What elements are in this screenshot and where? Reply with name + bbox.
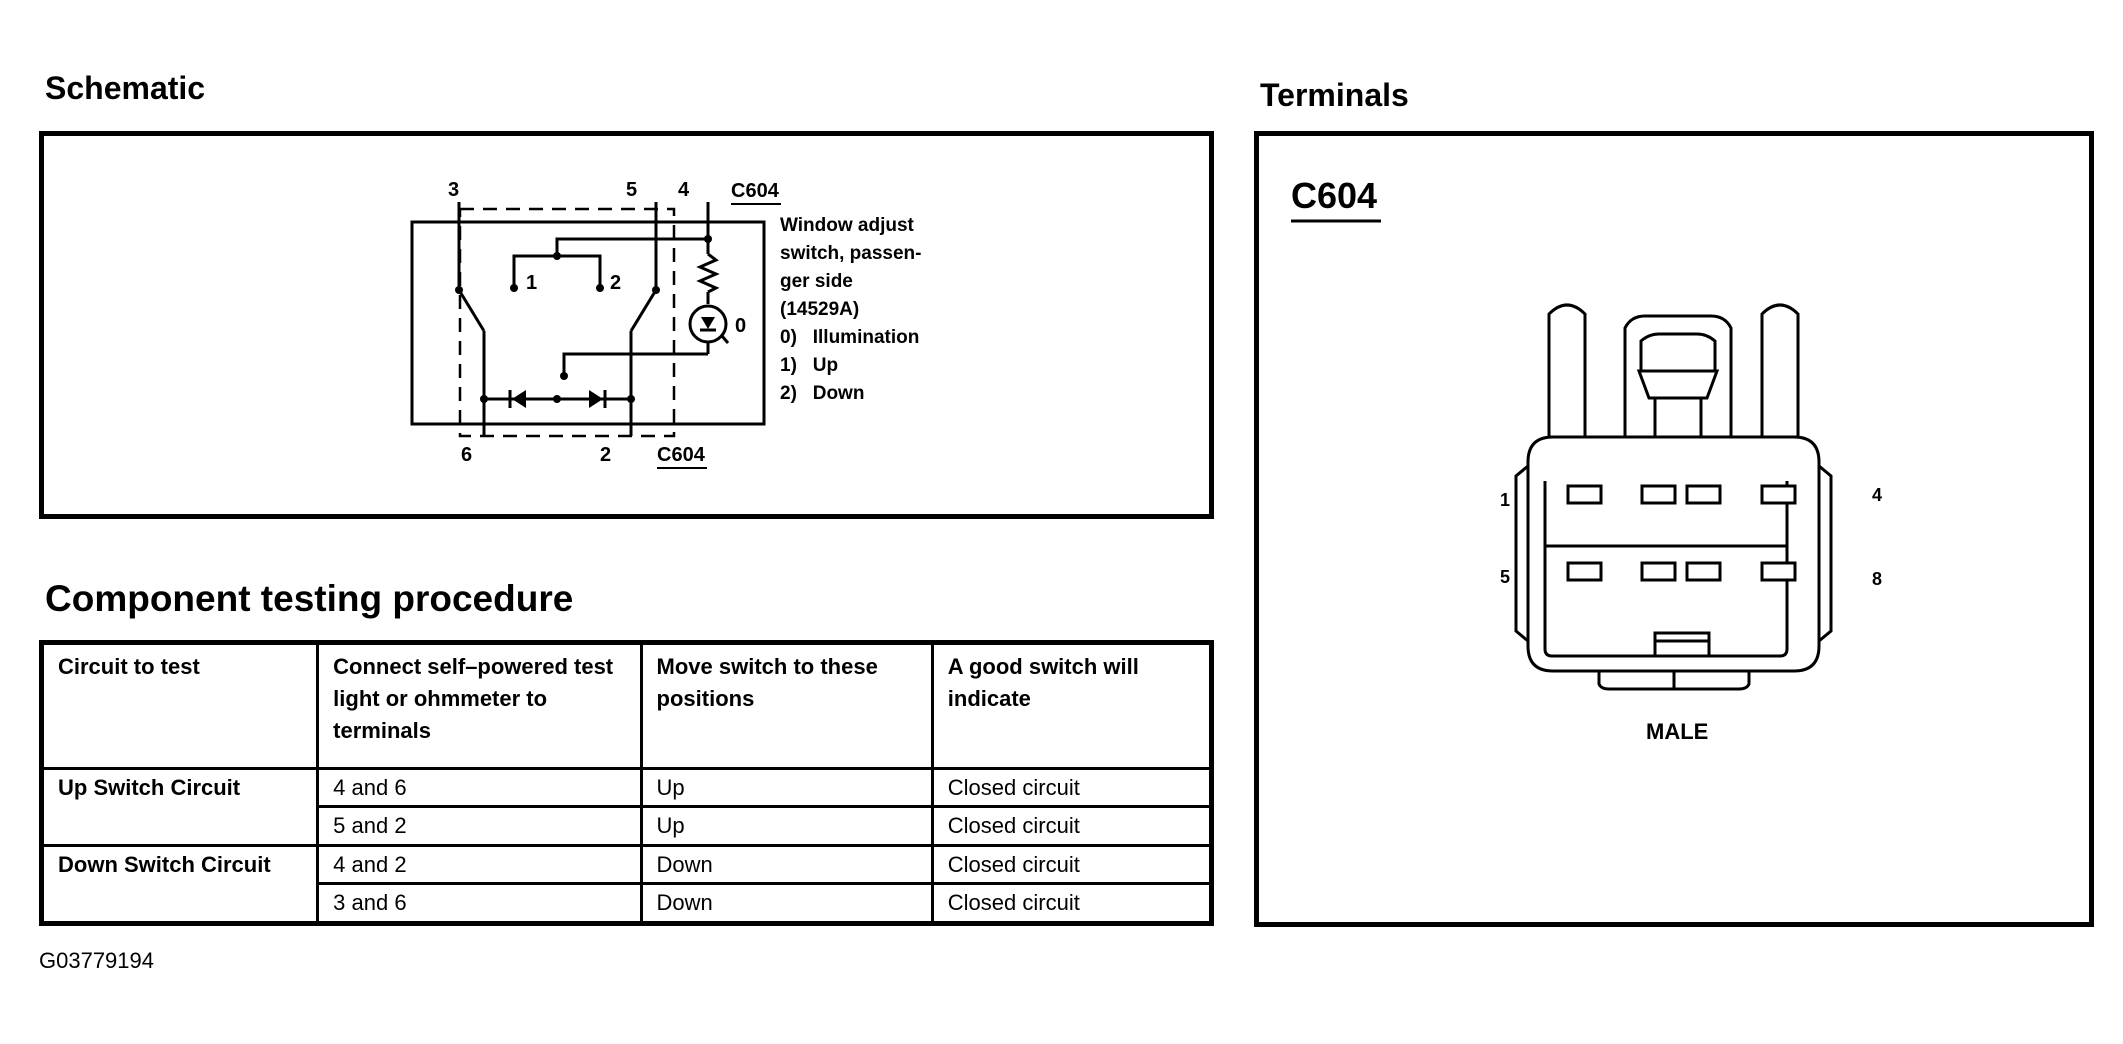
component-testing-table: Circuit to test Connect self–powered tes… <box>39 640 1214 926</box>
result-cell: Closed circuit <box>930 882 1214 925</box>
switch-description-line: (14529A) <box>780 299 859 320</box>
pin-label-4: 4 <box>678 179 690 201</box>
pin-label-2: 2 <box>600 444 611 466</box>
diode-right <box>589 390 603 408</box>
terminal-pin-4 <box>1760 484 1797 505</box>
connector-outline <box>1514 303 1833 691</box>
pin-number-1: 1 <box>1500 490 1510 510</box>
connector-name: C604 <box>1291 175 1377 216</box>
schematic-panel: 3 5 4 6 2 1 2 0 C604 C604 Window adjust … <box>39 131 1214 519</box>
switch-description-line: 0) Illumination <box>780 327 919 348</box>
figure-id: G03779194 <box>39 948 154 973</box>
table-row: 3 and 6 Down Closed circuit <box>42 882 1214 925</box>
terminal-pin-2 <box>1640 484 1677 505</box>
terminals-panel: C604 <box>1254 131 2094 927</box>
schematic-diagram: 3 5 4 6 2 1 2 0 C604 C604 Window adjust … <box>410 179 922 469</box>
position-cell: Down <box>639 882 934 925</box>
connector-label-bottom: C604 <box>657 444 706 466</box>
column-header-positions: Move switch to these positions <box>639 641 934 770</box>
terminal-pin-1 <box>1566 484 1603 505</box>
table-header-row: Circuit to test Connect self–powered tes… <box>39 641 1214 770</box>
switch-description-line: 1) Up <box>780 355 838 376</box>
switch-description-line: ger side <box>780 271 853 292</box>
table-row: 5 and 2 Up Closed circuit <box>42 805 1214 847</box>
terminal-pins <box>1566 484 1797 582</box>
pin-label-5: 5 <box>626 179 637 201</box>
table-row: Down Switch Circuit 4 and 2 Down Closed … <box>39 843 1214 926</box>
switch-position-1: 1 <box>526 272 537 294</box>
connector-gender-label: MALE <box>1646 719 1708 744</box>
pin-number-8: 8 <box>1872 569 1882 589</box>
diode-left <box>512 390 526 408</box>
switch-description-line: switch, passen- <box>780 243 922 264</box>
connector-face-diagram: C604 <box>1291 175 1882 744</box>
switch-position-2: 2 <box>610 272 621 294</box>
terminals-cell: 4 and 6 <box>316 766 643 809</box>
terminal-pin-5 <box>1566 561 1603 582</box>
pin-label-3: 3 <box>448 179 459 201</box>
position-cell: Up <box>639 766 934 809</box>
pin-number-4: 4 <box>1872 485 1882 505</box>
column-header-terminals: Connect self–powered test light or ohmme… <box>316 641 643 770</box>
connector-label-top: C604 <box>731 180 780 202</box>
lamp-led-icon <box>701 317 715 329</box>
circuit-cell: Up Switch Circuit <box>39 767 320 847</box>
position-cell: Up <box>639 805 934 847</box>
circuit-cell: Down Switch Circuit <box>39 843 320 926</box>
table-row: Up Switch Circuit 4 and 6 Up Closed circ… <box>39 766 1214 847</box>
terminal-pin-8 <box>1760 561 1797 582</box>
terminal-pin-3 <box>1685 484 1722 505</box>
switch-gang-outline <box>458 207 676 438</box>
terminals-cell: 3 and 6 <box>316 882 643 925</box>
pin-label-6: 6 <box>461 444 472 466</box>
terminals-heading: Terminals <box>1260 77 1409 113</box>
schematic-heading: Schematic <box>45 70 206 106</box>
result-cell: Closed circuit <box>930 805 1214 847</box>
switch-body <box>410 220 766 426</box>
terminals-cell: 5 and 2 <box>316 805 643 847</box>
result-cell: Closed circuit <box>930 843 1214 886</box>
lamp-position-0: 0 <box>735 315 746 337</box>
switch-description-line: Window adjust <box>780 215 915 236</box>
position-cell: Down <box>639 843 934 886</box>
testing-procedure-heading: Component testing procedure <box>45 578 574 619</box>
terminals-cell: 4 and 2 <box>316 843 643 886</box>
pin-number-5: 5 <box>1500 567 1510 587</box>
switch-description-line: 2) Down <box>780 383 864 404</box>
terminal-pin-7 <box>1685 561 1722 582</box>
terminal-pin-6 <box>1640 561 1677 582</box>
result-cell: Closed circuit <box>930 766 1214 809</box>
column-header-result: A good switch will indicate <box>930 641 1214 770</box>
column-header-circuit: Circuit to test <box>39 641 320 770</box>
